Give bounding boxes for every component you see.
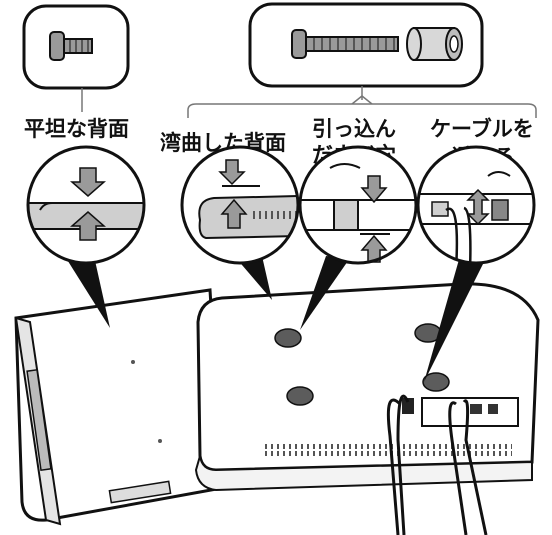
cables xyxy=(386,394,488,535)
mount-hole-bottom-right xyxy=(422,372,450,392)
flat-back-monitor xyxy=(14,288,224,526)
double-arrow-icon xyxy=(466,188,490,226)
arrow-up-icon xyxy=(220,198,248,229)
curved-back-monitor xyxy=(194,282,540,492)
callout-curved-back xyxy=(180,145,300,265)
arrow-down-icon xyxy=(360,175,388,204)
mount-hole-top-left xyxy=(274,328,302,348)
callout-pointers xyxy=(66,256,486,382)
arrow-up-icon xyxy=(70,211,106,241)
short-screw-icon xyxy=(49,31,93,61)
arrow-down-icon xyxy=(70,167,106,197)
long-screw-box xyxy=(248,2,484,88)
callout-avoid-cable xyxy=(416,145,536,265)
mount-hole-bottom-left xyxy=(286,386,314,406)
arrow-down-icon xyxy=(218,159,246,186)
callout-recessed-hole xyxy=(298,145,418,265)
label-recessed-hole-line1: 引っ込ん xyxy=(312,117,396,141)
long-screw-icon xyxy=(291,29,399,59)
short-screw-box xyxy=(22,4,130,90)
callout-flat-back xyxy=(26,145,146,265)
spacer-icon xyxy=(406,27,463,61)
label-avoid-cable-line1: ケーブルを xyxy=(430,117,534,141)
label-flat-back: 平坦な背面 xyxy=(24,117,129,141)
bracket-connector xyxy=(81,86,537,118)
